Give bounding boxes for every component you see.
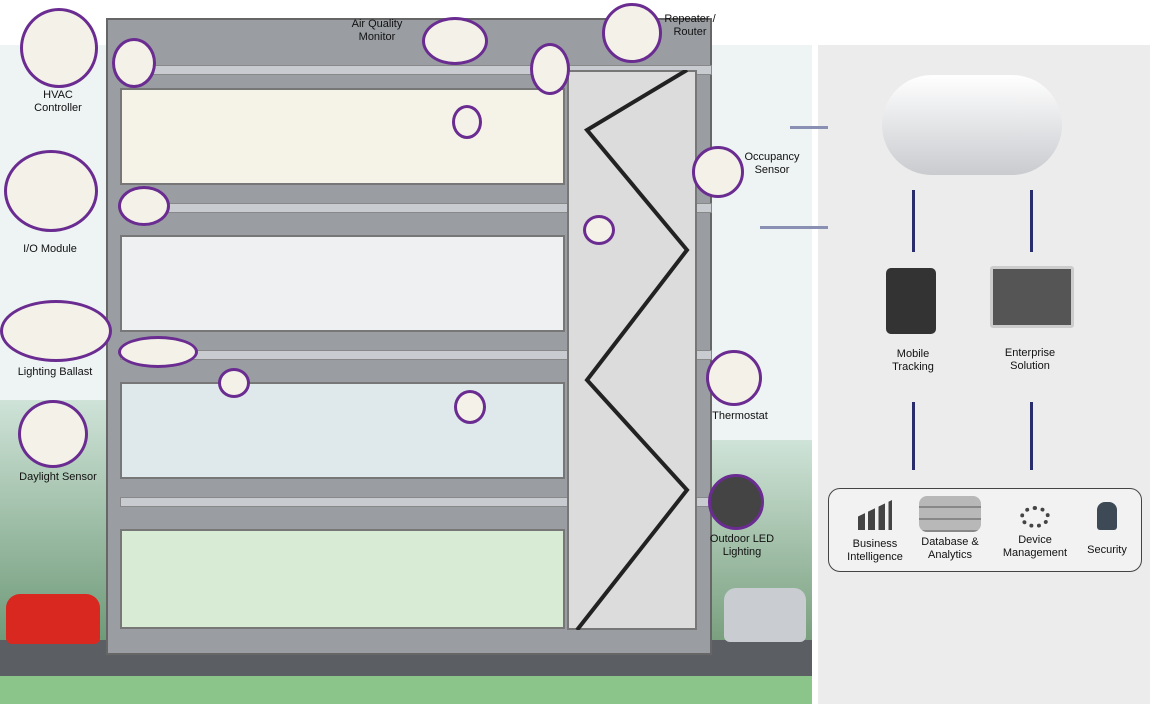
io-module-zoom — [4, 150, 98, 232]
arrow-cloud-enterprise — [1030, 190, 1033, 252]
link-arrow — [790, 126, 828, 129]
stairwell — [567, 70, 697, 630]
repeater-device — [530, 43, 570, 95]
hvac-controller-zoom — [20, 8, 98, 88]
repeater-zoom — [602, 3, 662, 63]
arrow-enterprise-services — [1030, 402, 1033, 470]
enterprise-solution-label: Enterprise Solution — [1004, 347, 1056, 372]
occupancy-label: Occupancy Sensor — [744, 151, 800, 176]
database-icon — [919, 496, 981, 532]
thermostat-device — [454, 390, 486, 424]
air-quality-zoom — [422, 17, 488, 65]
service-business-intelligence: Business Intelligence — [836, 500, 914, 564]
floor-2-rooms — [120, 382, 565, 479]
lock-icon — [1097, 502, 1117, 530]
service-database-analytics: Database & Analytics — [914, 496, 986, 562]
ballast-label: Lighting Ballast — [17, 366, 93, 378]
service-label: Database & Analytics — [921, 536, 979, 561]
air-quality-device — [452, 105, 482, 139]
service-label: Security — [1087, 544, 1127, 556]
io-module-device — [118, 186, 170, 226]
stairs — [575, 70, 690, 630]
ballast-device — [118, 336, 198, 368]
mobile-tracking-label: Mobile Tracking — [892, 348, 934, 373]
hvac-controller-device — [112, 38, 156, 88]
ballast-zoom — [0, 300, 112, 362]
outdoor-led-zoom — [708, 474, 764, 530]
bar-chart-icon — [858, 500, 892, 530]
occupancy-device — [583, 215, 615, 245]
repeater-label: Repeater / Router — [664, 13, 716, 38]
service-label: Device Management — [1002, 534, 1068, 559]
daylight-label: Daylight Sensor — [19, 471, 97, 483]
io-module-label: I/O Module — [23, 243, 77, 255]
thermostat-label: Thermostat — [712, 410, 768, 422]
service-device-management: Device Management — [996, 506, 1074, 560]
hvac-label: HVAC Controller — [34, 89, 82, 114]
floor-3-rooms — [120, 235, 565, 332]
cloud-icon — [882, 75, 1062, 175]
service-security: Security — [1080, 502, 1134, 557]
air-quality-label: Air Quality Monitor — [351, 18, 403, 43]
monitor-icon — [990, 266, 1074, 328]
service-label: Business Intelligence — [847, 538, 903, 563]
grass — [0, 676, 812, 704]
occupancy-zoom — [692, 146, 744, 198]
floor-1-rooms — [120, 529, 565, 629]
services-box — [828, 488, 1142, 572]
silver-car — [724, 588, 806, 642]
thermostat-zoom — [706, 350, 762, 406]
arrow-mobile-services — [912, 402, 915, 470]
tablet-phone-icon — [886, 268, 936, 334]
daylight-sensor-zoom — [18, 400, 88, 468]
floor-4-rooms — [120, 88, 565, 185]
red-car — [6, 594, 100, 644]
gears-icon — [1020, 506, 1050, 528]
daylight-sensor-device — [218, 368, 250, 398]
arrow-cloud-mobile — [912, 190, 915, 252]
link-arrow — [760, 226, 828, 229]
outdoor-led-label: Outdoor LED Lighting — [709, 533, 775, 558]
